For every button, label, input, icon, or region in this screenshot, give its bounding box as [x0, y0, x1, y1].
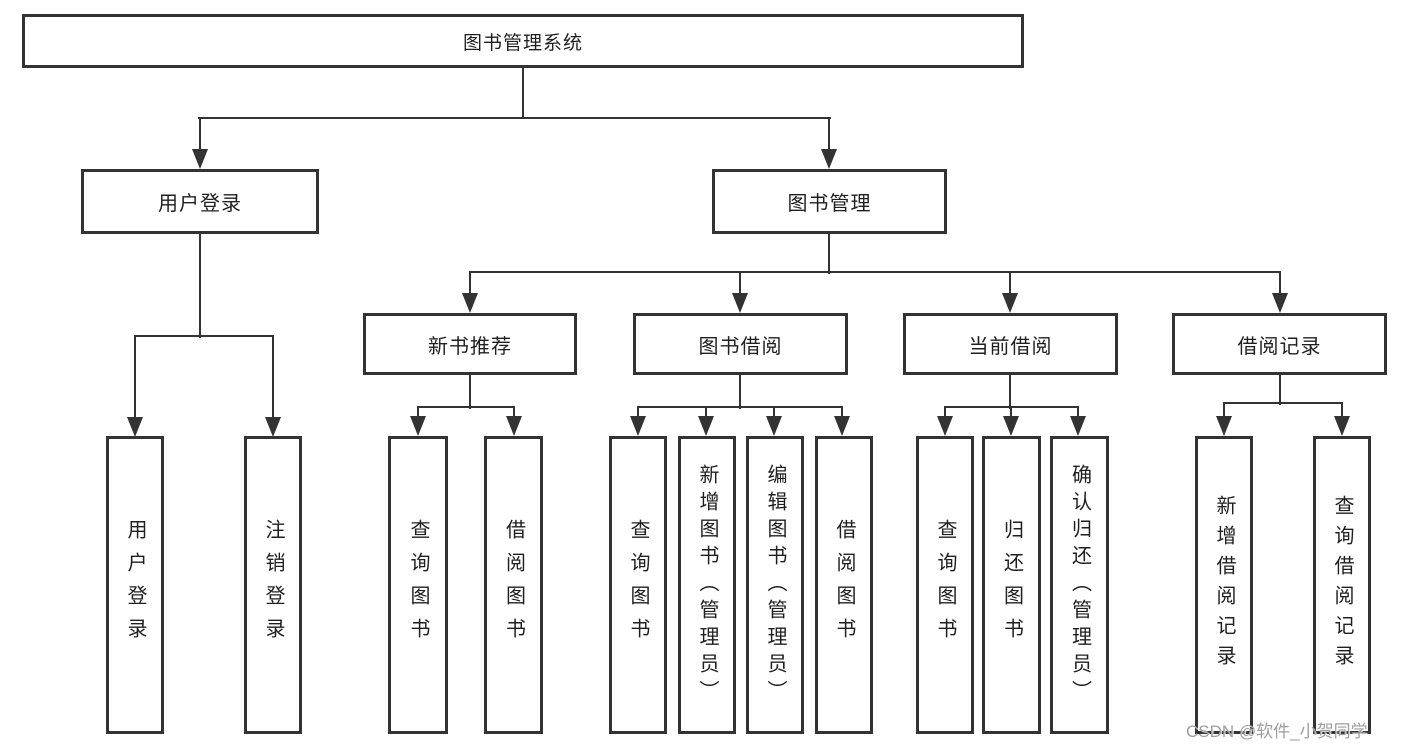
node-library-system: 图书管理系统 [22, 14, 1024, 68]
leaf-logout: 注销登录 [244, 436, 302, 734]
leaf-borrow-books-label: 借阅图书 [502, 519, 525, 651]
leaf-confirm-return-admin-label: 确认归还（管理员） [1068, 463, 1091, 707]
connector-root-to-level2 [198, 67, 831, 152]
leaf-query-books-label: 查询图书 [407, 519, 429, 651]
leaf-bb-borrow-books-label: 借阅图书 [833, 519, 855, 651]
leaf-return-books-label: 归还图书 [1000, 519, 1023, 651]
node-book-borrow: 图书借阅 [633, 313, 848, 375]
leaf-bb-query-books: 查询图书 [609, 436, 667, 734]
node-new-book-recommend: 新书推荐 [363, 313, 577, 375]
node-book-management-label: 图书管理 [787, 193, 872, 215]
csdn-watermark: CSDN @软件_小贺同学 [1186, 722, 1368, 741]
leaf-add-book-admin-label: 新增图书（管理员） [696, 463, 718, 707]
node-borrow-record-label: 借阅记录 [1237, 335, 1322, 358]
node-library-system-label: 图书管理系统 [462, 32, 583, 54]
leaf-confirm-return-admin: 确认归还（管理员） [1050, 436, 1109, 734]
leaf-add-book-admin: 新增图书（管理员） [678, 436, 736, 734]
leaf-query-borrow-record: 查询借阅记录 [1313, 436, 1371, 734]
leaf-borrow-books: 借阅图书 [484, 436, 543, 734]
leaf-user-login: 用户登录 [106, 436, 164, 734]
node-current-borrow: 当前借阅 [903, 313, 1118, 375]
leaf-add-borrow-record: 新增借阅记录 [1195, 436, 1253, 734]
leaf-edit-book-admin-label: 编辑图书（管理员） [764, 463, 786, 707]
node-book-borrow-label: 图书借阅 [698, 335, 783, 358]
leaf-query-borrow-record-label: 查询借阅记录 [1331, 495, 1353, 675]
connector-book-mgmt-children [469, 233, 1281, 296]
leaf-return-books: 归还图书 [982, 436, 1041, 734]
node-user-login: 用户登录 [81, 169, 319, 234]
node-new-book-recommend-label: 新书推荐 [428, 335, 512, 358]
node-borrow-record: 借阅记录 [1172, 313, 1387, 375]
arrowheads [127, 149, 1350, 437]
node-book-management: 图书管理 [712, 169, 947, 234]
leaf-edit-book-admin: 编辑图书（管理员） [746, 436, 804, 734]
node-user-login-label: 用户登录 [158, 193, 242, 215]
leaf-bb-borrow-books: 借阅图书 [815, 436, 873, 734]
leaf-cb-query-books-label: 查询图书 [934, 519, 956, 651]
leaf-user-login-label: 用户登录 [124, 519, 146, 651]
connector-current-borrow-children [944, 374, 1079, 420]
node-current-borrow-label: 当前借阅 [968, 335, 1053, 358]
connector-borrow-record-children [1223, 374, 1343, 420]
connector-user-login-children [134, 233, 274, 420]
leaf-logout-label: 注销登录 [262, 519, 284, 651]
leaf-cb-query-books: 查询图书 [916, 436, 974, 734]
leaf-add-borrow-record-label: 新增借阅记录 [1213, 495, 1235, 675]
leaf-bb-query-books-label: 查询图书 [627, 519, 649, 651]
connector-new-book-children [417, 374, 515, 420]
connector-book-borrow-children [637, 374, 843, 420]
leaf-query-books: 查询图书 [388, 436, 448, 734]
